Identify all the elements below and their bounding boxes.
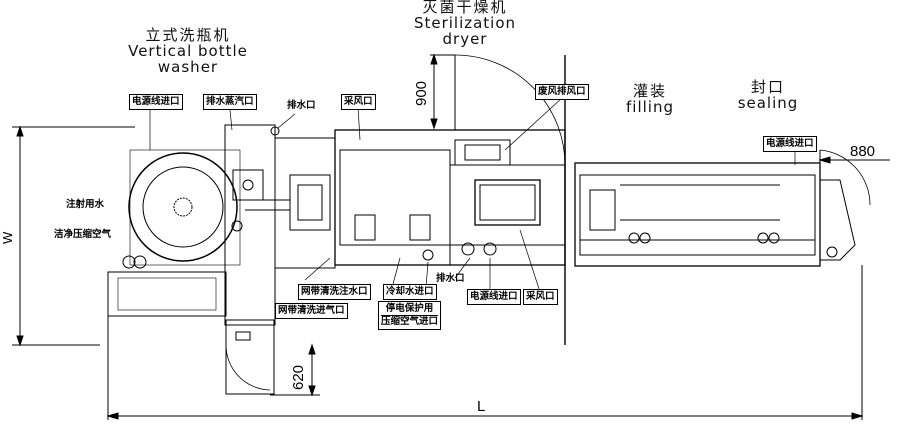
label-air-intake-top: 采风口 [341, 94, 376, 110]
dimension-washer-clearance: 620 [290, 364, 307, 390]
label-cooling-water-inlet: 冷却水进口 [383, 284, 437, 300]
conveyor-connector [245, 137, 336, 269]
label-clean-compressed-air: 洁净压缩空气 [54, 229, 112, 240]
dryer-title: 灭菌干燥机 Sterilization dryer [390, 0, 540, 47]
washer-clearance-dimension [270, 343, 320, 397]
dimension-length: L [477, 398, 486, 415]
door-clearance-dimension [430, 53, 566, 166]
length-dimension-lines [106, 265, 864, 420]
label-belt-wash-air-inlet: 网带清洗进气口 [275, 303, 348, 319]
bottle-washer-body [107, 124, 280, 395]
label-power-fail-air-line1: 停电保护用 [385, 303, 434, 314]
sealing-title: 封口 sealing [735, 78, 801, 112]
filling-title-zh: 灌装 [632, 82, 667, 100]
dimension-width: W [0, 231, 15, 244]
sealing-title-zh: 封口 [750, 78, 785, 96]
label-drain-outlet-bottom: 排水口 [436, 273, 465, 284]
sterilization-dryer-body [334, 129, 566, 266]
label-exhaust-outlet: 废风排风口 [535, 84, 589, 100]
label-drain-steam-outlet: 排水蒸汽口 [203, 94, 257, 110]
washer-title-zh: 立式洗瓶机 [145, 26, 231, 44]
filling-title: 灌装 filling [622, 82, 678, 116]
sealing-clearance-dimension [818, 150, 890, 180]
label-air-intake-bottom: 采风口 [523, 289, 558, 305]
label-power-fail-air: 停电保护用 压缩空气进口 [378, 301, 442, 330]
dimension-sealing-clearance: 880 [850, 143, 876, 160]
filling-sealing-body [574, 149, 871, 267]
label-drain-outlet-top: 排水口 [287, 100, 316, 111]
washer-title: 立式洗瓶机 Vertical bottle washer [102, 26, 274, 76]
label-injection-water: 注射用水 [66, 199, 105, 210]
dryer-title-zh: 灭菌干燥机 [422, 0, 508, 16]
leader-lines [149, 97, 796, 301]
width-dimension-lines [12, 125, 135, 347]
label-power-inlet-dryer: 电源线进口 [467, 289, 521, 305]
dimension-door-clearance: 900 [413, 80, 430, 106]
label-power-inlet-sealing: 电源线进口 [763, 136, 817, 152]
washer-title-en: Vertical bottle washer [128, 41, 248, 76]
filling-title-en: filling [626, 97, 674, 116]
dryer-title-en: Sterilization dryer [413, 13, 517, 48]
label-belt-wash-water-inlet: 网带清洗注水口 [298, 284, 371, 300]
label-power-inlet-washer: 电源线进口 [129, 94, 183, 110]
label-power-fail-air-line2: 压缩空气进口 [381, 315, 439, 327]
sealing-title-en: sealing [737, 93, 799, 112]
